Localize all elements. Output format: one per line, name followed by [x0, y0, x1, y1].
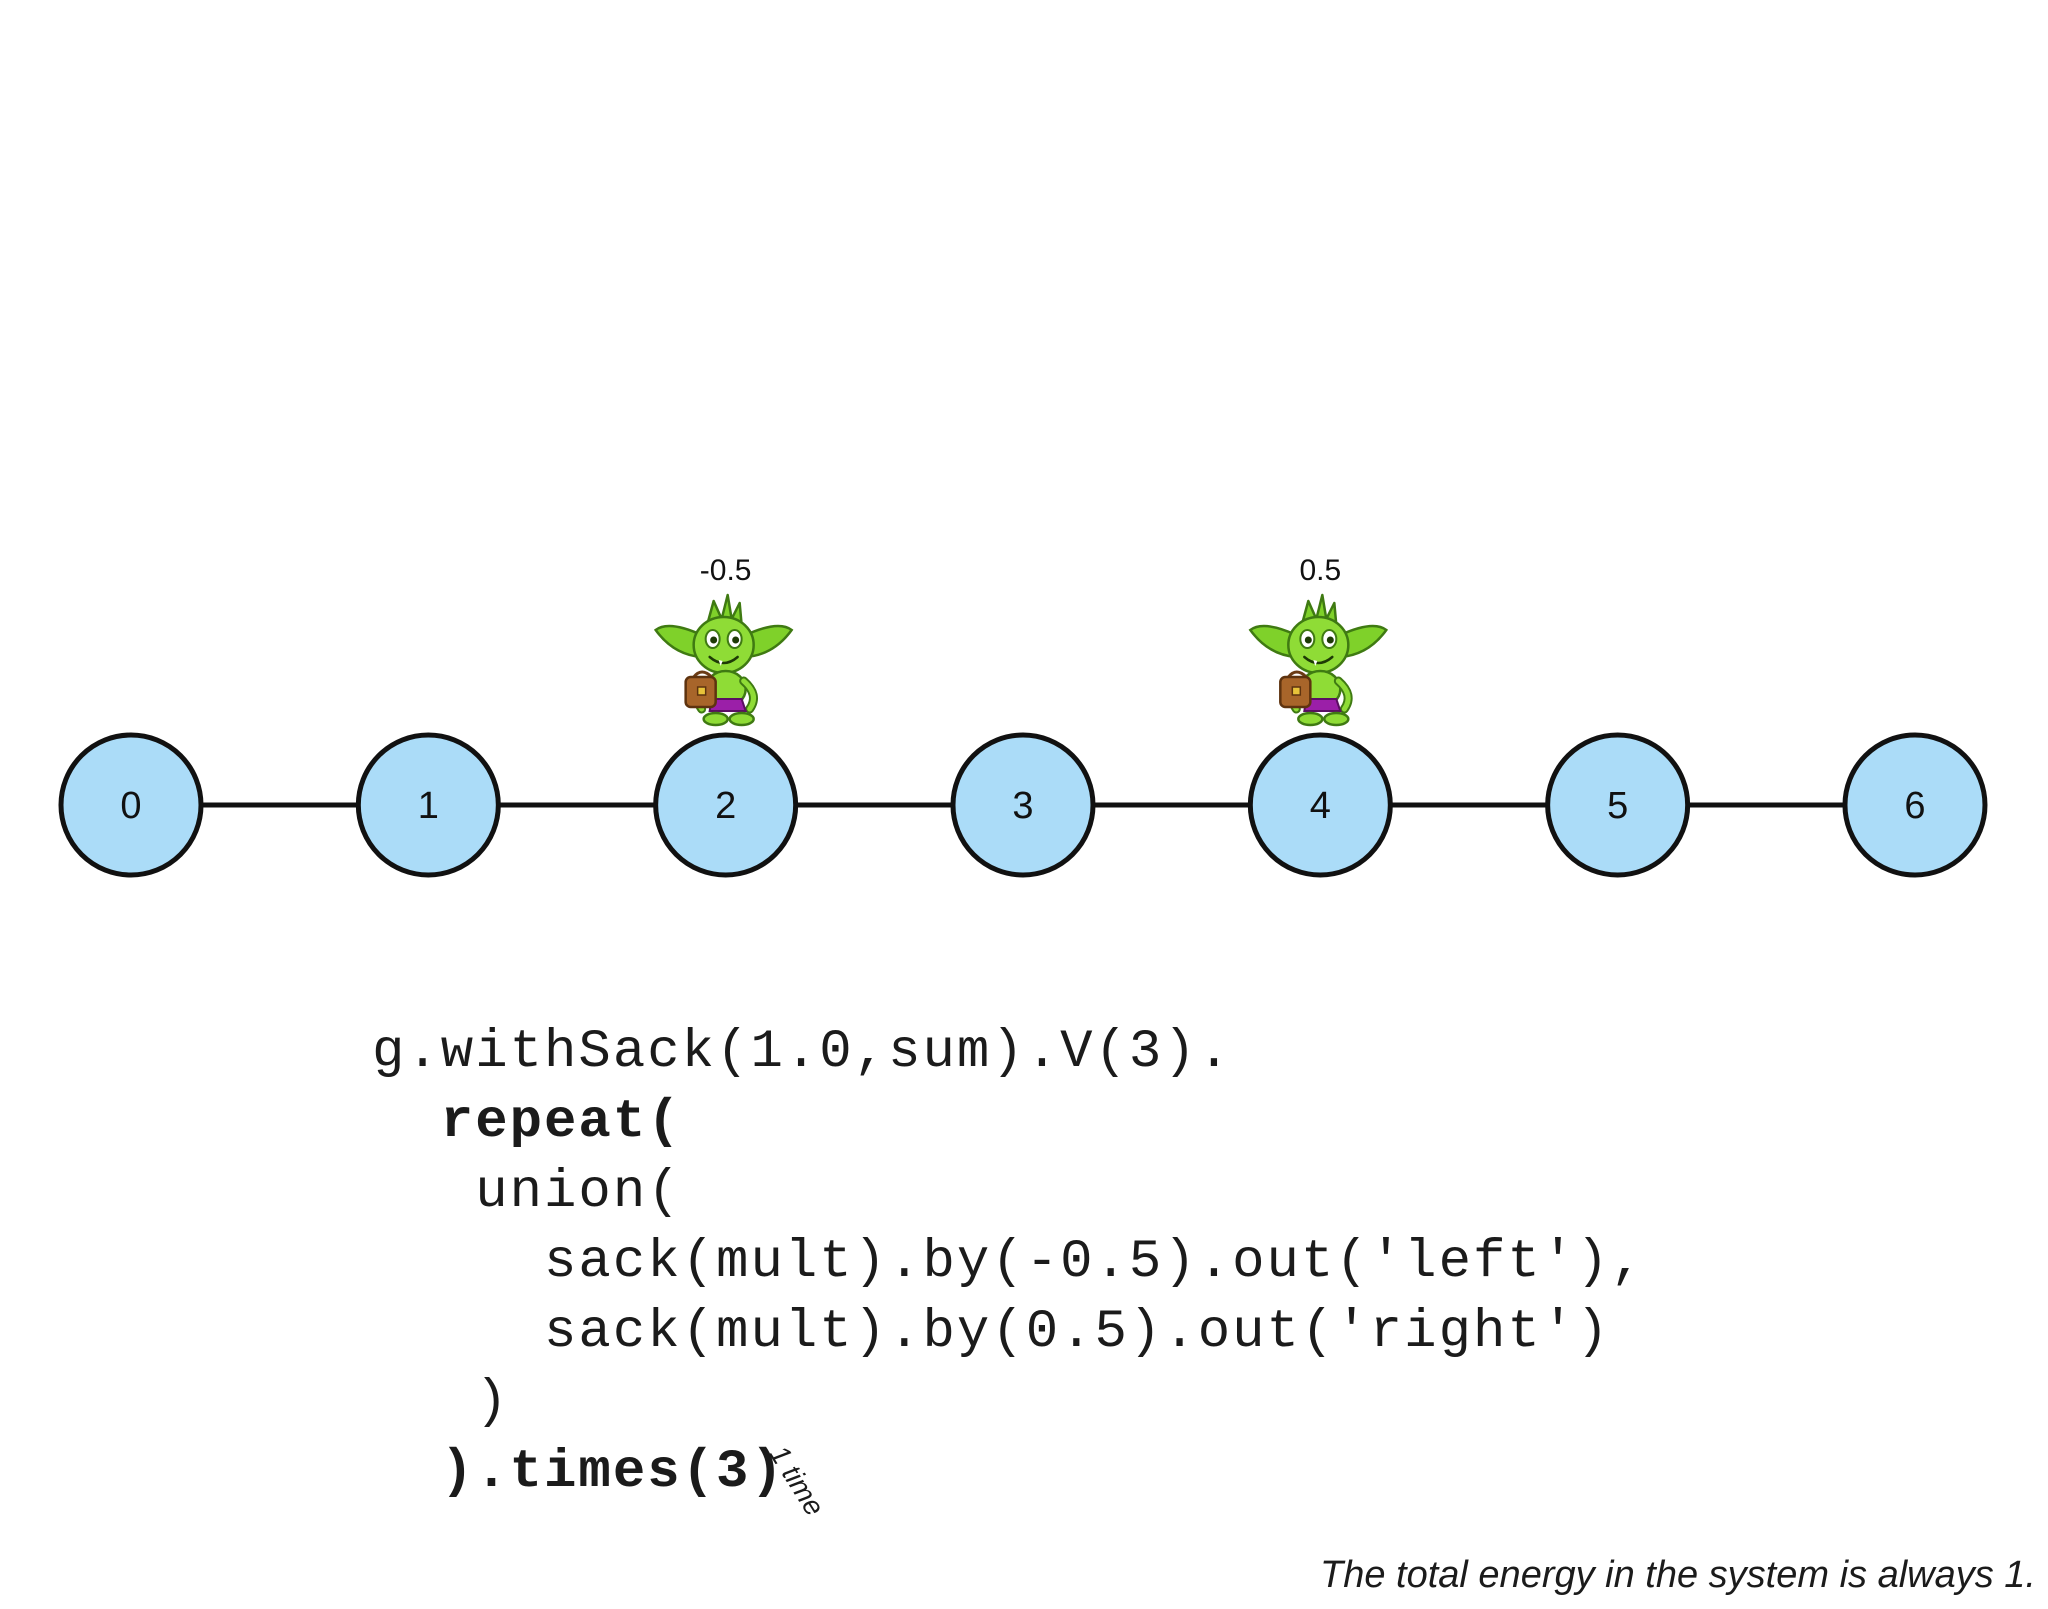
code-line: sack(mult).by(0.5).out('right') [372, 1302, 1611, 1363]
vertex-label: 3 [1012, 785, 1033, 827]
vertex-1: 1 [355, 732, 501, 878]
nodes: 0 1 2 3 4 5 6 [58, 732, 1988, 878]
vertex-label: 1 [418, 785, 439, 827]
code-line: sack(mult).by(-0.5).out('left'), [372, 1232, 1645, 1293]
vertex-circle [1545, 732, 1691, 878]
goblin-icon [1250, 595, 1386, 725]
vertex-0: 0 [58, 732, 204, 878]
vertex-4: 4 [1247, 732, 1393, 878]
footer-caption: The total energy in the system is always… [1320, 1554, 2036, 1596]
traverser-2: -0.5 [656, 554, 792, 725]
vertex-3: 3 [950, 732, 1096, 878]
walkers: -0.5 0.5 [656, 554, 1387, 725]
vertex-5: 5 [1545, 732, 1691, 878]
vertex-label: 0 [120, 785, 141, 827]
code-line: union( [372, 1162, 682, 1223]
vertex-circle [950, 732, 1096, 878]
traverser-4: 0.5 [1250, 554, 1386, 725]
vertex-label: 6 [1904, 785, 1925, 827]
vertex-label: 5 [1607, 785, 1628, 827]
code-line: ).times(3) [372, 1442, 785, 1503]
vertex-6: 6 [1842, 732, 1988, 878]
gremlin-code-block: g.withSack(1.0,sum).V(3). repeat( union(… [372, 1018, 1645, 1508]
vertex-circle [58, 732, 204, 878]
vertex-circle [1842, 732, 1988, 878]
vertex-circle [1247, 732, 1393, 878]
code-line: g.withSack(1.0,sum).V(3). [372, 1022, 1233, 1083]
vertex-circle [653, 732, 799, 878]
vertex-label: 2 [715, 785, 736, 827]
vertex-label: 4 [1310, 785, 1331, 827]
sack-value-label: 0.5 [1299, 554, 1341, 587]
goblin-icon [656, 595, 792, 725]
code-line: repeat( [372, 1092, 682, 1153]
code-line: ) [372, 1372, 510, 1433]
vertex-2: 2 [653, 732, 799, 878]
sack-value-label: -0.5 [700, 554, 752, 587]
vertex-circle [355, 732, 501, 878]
